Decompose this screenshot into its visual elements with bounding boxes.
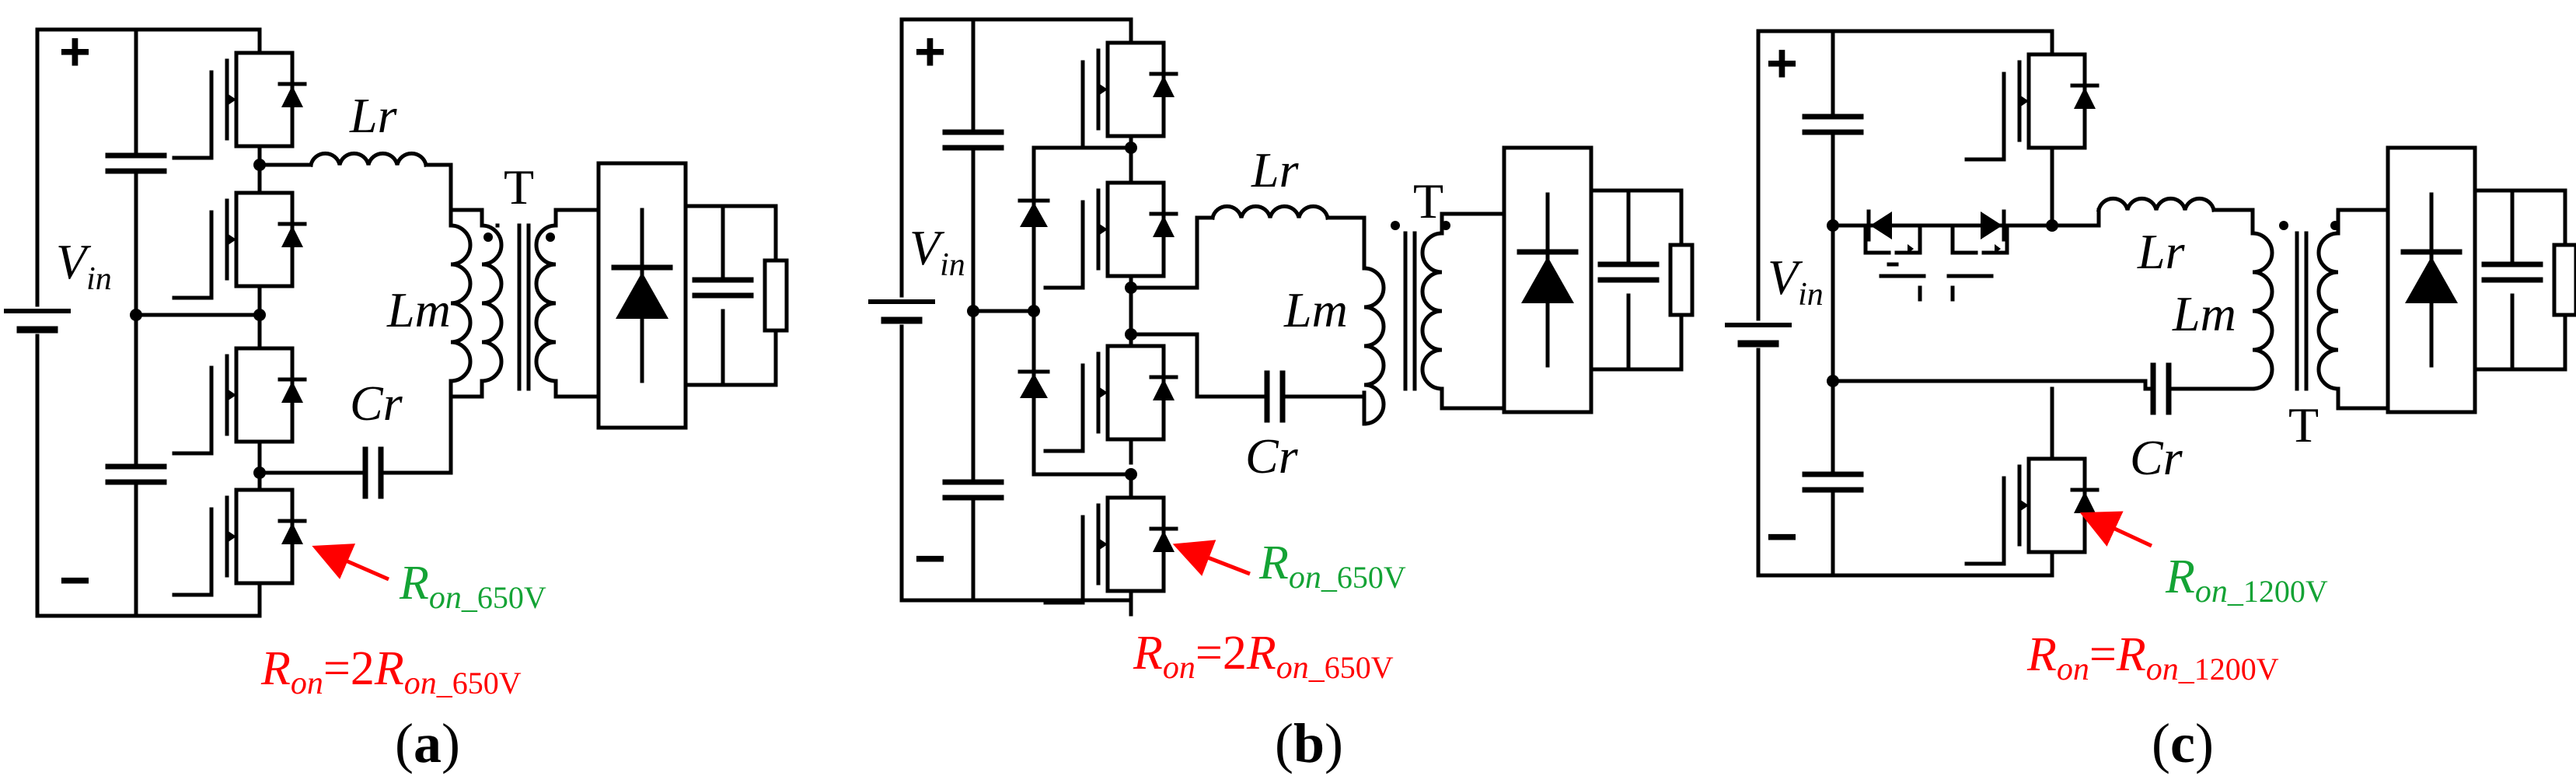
panel-c-cr: Cr [2130, 430, 2183, 485]
panel-a-lr: Lr [349, 88, 398, 143]
panel-c-lm: Lm [2172, 286, 2236, 341]
panel-a-arrow [312, 544, 389, 582]
panel-c-circuit: + − Vin Lr Lm Cr T Ron_1200V Ron=Ron_120… [1727, 29, 2576, 774]
panel-a-equation: Ron=2Ron_650V [260, 642, 522, 701]
panel-b-equation: Ron=2Ron_650V [1133, 627, 1394, 686]
panel-a-caption: (a) [395, 712, 460, 774]
panel-b-device-label: Ron_650V [1258, 537, 1406, 596]
panel-a-lm: Lm [386, 282, 451, 337]
panel-b-cr: Cr [1245, 428, 1299, 484]
panel-b-arrow [1172, 540, 1251, 576]
panel-b-minus: − [914, 528, 946, 589]
panel-a-device-label: Ron_650V [399, 557, 546, 616]
panel-a-cr: Cr [350, 376, 403, 431]
panel-a-minus: − [59, 550, 91, 610]
panel-b-circuit: + − Vin Lr Lm Cr T Ron_650V Ron=2Ron_650… [871, 17, 1692, 774]
panel-b-lr: Lr [1251, 142, 1300, 197]
panel-c-plus: + [1766, 33, 1798, 93]
panel-c-t: T [2288, 397, 2319, 453]
panel-b-t: T [1413, 173, 1443, 229]
panel-c-lr: Lr [2137, 224, 2186, 279]
panel-a-plus: + [59, 21, 91, 82]
panel-b-lm: Lm [1283, 282, 1348, 337]
panel-c-minus: − [1766, 506, 1798, 567]
panel-a-vin: Vin [56, 234, 112, 297]
panel-c-vin: Vin [1768, 250, 1824, 313]
panel-c-equation: Ron=Ron_1200V [2026, 628, 2279, 687]
panel-b-caption: (b) [1275, 712, 1343, 774]
panel-c-device-label: Ron_1200V [2165, 551, 2328, 610]
panel-c-arrow [2079, 511, 2153, 548]
panel-a-circuit: + − Vin Lr Lm Cr T Ron_650V Ron=2Ron_650… [6, 21, 787, 774]
panel-b-plus: + [914, 21, 946, 82]
panel-a-t: T [504, 159, 534, 215]
panel-b-vin: Vin [909, 220, 965, 283]
panel-c-caption: (c) [2152, 712, 2214, 774]
